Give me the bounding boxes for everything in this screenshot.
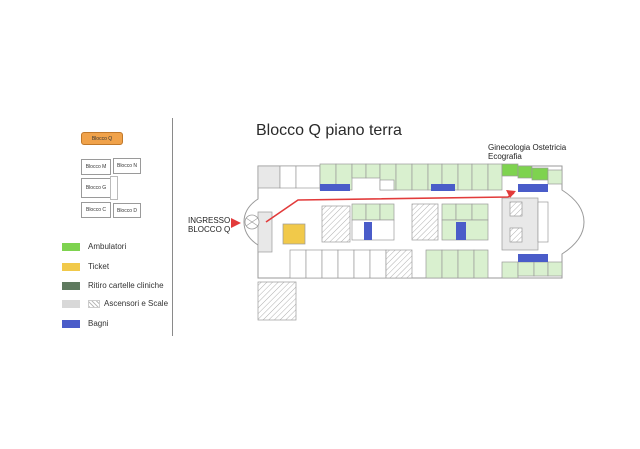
page-title: Blocco Q piano terra [256, 122, 402, 139]
stairs-mid-left [321, 205, 351, 243]
swatch-bagni [62, 319, 80, 328]
mini-block-connector [110, 176, 118, 200]
toilet-mid-2 [456, 222, 466, 240]
toilet-top-2 [431, 184, 455, 191]
annex-hatched [257, 281, 297, 321]
toilet-mid-1 [364, 222, 372, 240]
mid-left-rooms [351, 203, 395, 241]
legend-item-ticket: Ticket [62, 262, 109, 271]
legend-item-ritiro: Ritiro cartelle cliniche [62, 281, 164, 290]
swatch-ambulatori [62, 242, 80, 251]
top-rooms [257, 163, 563, 191]
mini-block-d[interactable]: Blocco D [113, 203, 141, 218]
toilet-top-1 [320, 184, 350, 191]
ticket-area [282, 223, 306, 245]
swatch-ticket [62, 262, 80, 271]
toilet-bottom [518, 254, 548, 262]
swatch-ritiro [62, 281, 80, 290]
entrance-label: INGRESSO BLOCCO Q [188, 216, 231, 234]
legend-item-ascensori: Ascensori e Scale [62, 299, 168, 308]
left-service [257, 211, 273, 253]
mini-block-q[interactable]: Blocco Q [81, 132, 123, 145]
bottom-rooms [289, 249, 563, 279]
entrance-arrow-icon [231, 218, 241, 228]
stairs-mid-right [411, 203, 439, 241]
mini-block-n[interactable]: Blocco N [113, 158, 141, 174]
legend-item-ambulatori: Ambulatori [62, 242, 126, 251]
route-arrowhead-icon [506, 190, 516, 198]
right-core [501, 197, 549, 251]
legend-item-bagni: Bagni [62, 319, 108, 328]
mini-block-m[interactable]: Blocco M [81, 159, 111, 175]
stairs-hatch-icon [88, 299, 100, 308]
destination-label: Ginecologia Ostetricia Ecografia [488, 143, 567, 161]
divider [172, 118, 173, 336]
swatch-ascensori [62, 299, 80, 308]
toilet-top-3 [518, 184, 548, 192]
mini-block-c[interactable]: Blocco C [81, 202, 111, 218]
mini-block-g[interactable]: Blocco G [81, 178, 111, 198]
